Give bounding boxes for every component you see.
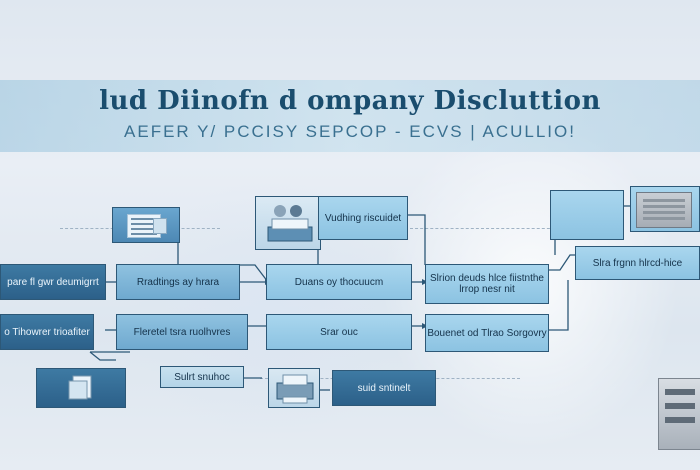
- left-box-2[interactable]: o Tihowrer trioafiter: [0, 314, 94, 350]
- printer-icon: [276, 374, 314, 404]
- diagram-title: lud Diinofn d ompany Discluttion: [99, 86, 601, 116]
- far-right-box[interactable]: Slra frgnn hlrcd-hice: [575, 246, 700, 280]
- printer-tile[interactable]: [268, 368, 320, 408]
- mid-box-1-text: Rradtings ay hrara: [136, 276, 220, 288]
- right-box-1-text: Slrion deuds hlce fiistnthe lrrop nesr n…: [430, 273, 544, 295]
- left-box-1-text: pare fl gwr deumigrrt: [7, 276, 99, 288]
- top-right-label-box[interactable]: Vudhing riscuidet: [318, 196, 408, 240]
- bottom-label-text: Sulrt snuhoc: [174, 371, 230, 383]
- center-box-2[interactable]: Srar ouc: [266, 314, 412, 350]
- far-right-top-tile[interactable]: [550, 190, 624, 240]
- scanner-machine-icon: [658, 378, 700, 450]
- top-right-label-text: Vudhing riscuidet: [324, 212, 402, 224]
- bottom-label-box[interactable]: Sulrt snuhoc: [160, 366, 244, 388]
- right-box-1[interactable]: Slrion deuds hlce fiistnthe lrrop nesr n…: [425, 264, 549, 304]
- mid-box-2[interactable]: Fleretel tsra ruolhvres: [116, 314, 248, 350]
- right-box-2[interactable]: Bouenet od Tlrao Sorgovry: [425, 314, 549, 352]
- center-box-2-text: Srar ouc: [320, 326, 358, 338]
- scanner-tile[interactable]: [255, 196, 321, 250]
- paper-stack-icon: [68, 375, 92, 400]
- center-box-1-text: Duans oy thocuucm: [294, 276, 384, 288]
- scanner-icon: [267, 205, 313, 242]
- mid-box-1[interactable]: Rradtings ay hrara: [116, 264, 240, 300]
- right-box-2-text: Bouenet od Tlrao Sorgovry: [427, 327, 547, 339]
- left-box-2-text: o Tihowrer trioafiter: [4, 326, 90, 338]
- bottom-center-box[interactable]: suid sntinelt: [332, 370, 436, 406]
- diagram-subtitle: AEFER Y/ PCCISY SEPCOP - ECVS | ACULLIO!: [124, 122, 576, 141]
- bottom-left-tile[interactable]: [36, 368, 126, 408]
- title-band: [0, 80, 700, 152]
- center-box-1[interactable]: Duans oy thocuucm: [266, 264, 412, 300]
- document-fold-icon: [153, 218, 167, 234]
- far-right-box-text: Slra frgnn hlrcd-hice: [592, 257, 683, 269]
- guide-line: [410, 228, 560, 229]
- document-tile[interactable]: [112, 207, 180, 243]
- server-icon: [636, 192, 692, 228]
- mid-box-2-text: Fleretel tsra ruolhvres: [133, 326, 231, 338]
- bottom-center-text: suid sntinelt: [357, 382, 411, 394]
- left-box-1[interactable]: pare fl gwr deumigrrt: [0, 264, 106, 300]
